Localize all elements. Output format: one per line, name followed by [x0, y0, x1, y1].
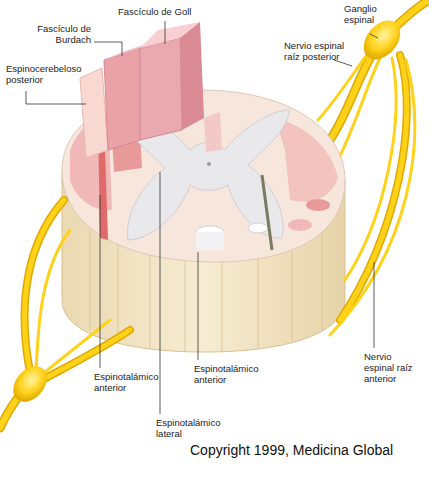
- anterior-column: [196, 232, 224, 250]
- spinal-ganglion: [6, 360, 53, 409]
- leader-lines: [26, 21, 378, 414]
- burdach-column: [104, 48, 140, 150]
- central-canal: [207, 162, 211, 166]
- tract-label: Nervio espinal raíz anterior: [364, 352, 424, 385]
- tract: [288, 219, 312, 231]
- tract: [306, 199, 330, 211]
- goll-column: [140, 38, 182, 140]
- spinal-nerves: [0, 55, 415, 428]
- tract-label: Espinotalámico anterior: [94, 372, 164, 394]
- anterior-column: [248, 223, 268, 233]
- tract-label: Ganglio espinal: [344, 4, 388, 26]
- tract-label: Fascículo de Goll: [118, 7, 191, 18]
- lateral-tract: [275, 118, 338, 202]
- septum: [204, 112, 222, 152]
- tract-label: Fascículo de Burdach: [36, 24, 91, 46]
- watermark: Copyright 1999, Medicina Global: [190, 442, 393, 458]
- posterior-root: [318, 0, 429, 160]
- tract-label: Espinotalámico anterior: [194, 364, 264, 386]
- tract-label: Nervio espinal raíz posterior: [284, 41, 356, 63]
- spinocerebellar-column: [80, 68, 108, 158]
- tract-label: Espinocerebeloso posterior: [6, 64, 91, 86]
- fissure: [262, 175, 272, 250]
- goll-side: [180, 22, 204, 130]
- tract-label: Espinotalámico lateral: [156, 418, 226, 440]
